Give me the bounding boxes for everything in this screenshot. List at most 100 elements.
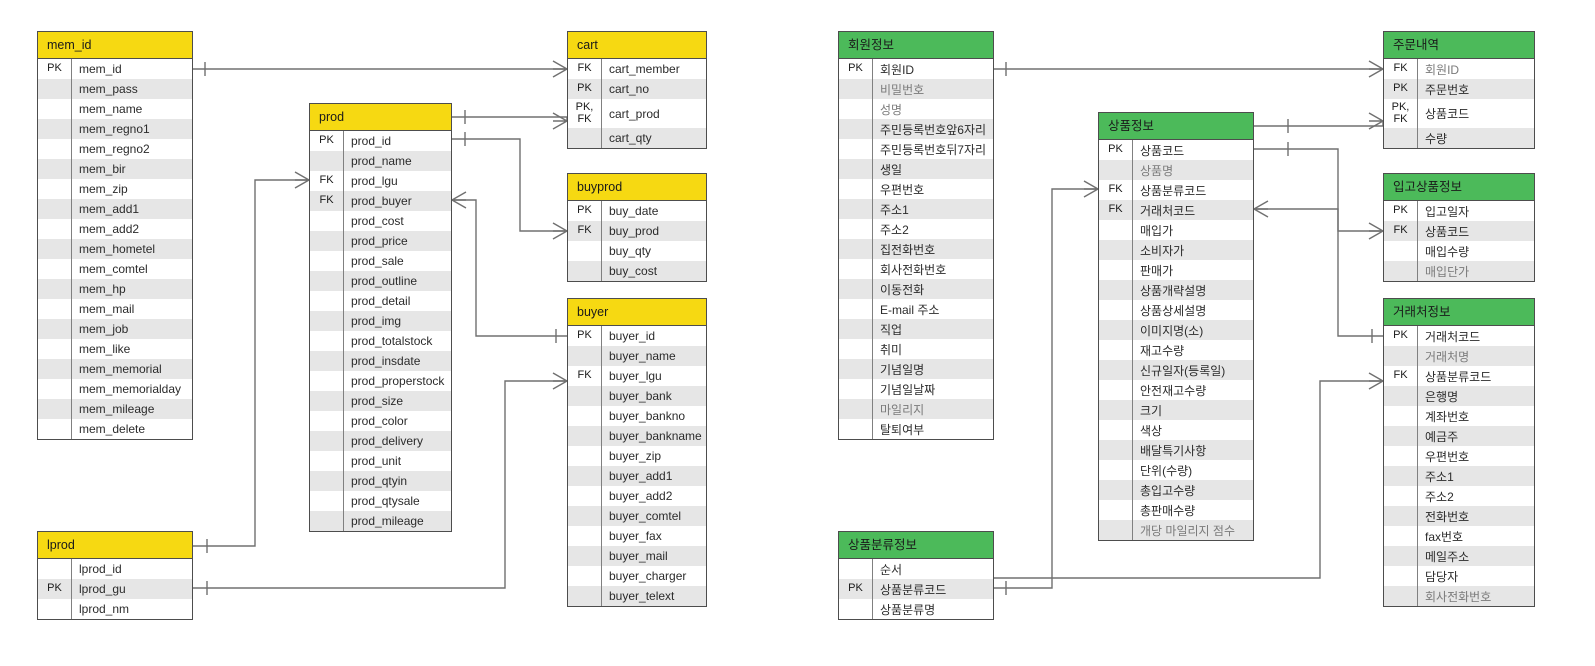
attribute-row[interactable]: 소비자가 <box>1099 240 1253 260</box>
attribute-row[interactable]: 비밀번호 <box>839 79 993 99</box>
attribute-row[interactable]: 성명 <box>839 99 993 119</box>
attribute-row[interactable]: 생일 <box>839 159 993 179</box>
attribute-row[interactable]: prod_unit <box>310 451 451 471</box>
attribute-row[interactable]: 이동전화 <box>839 279 993 299</box>
attribute-row[interactable]: mem_hometel <box>38 239 192 259</box>
attribute-row[interactable]: 마일리지 <box>839 399 993 419</box>
attribute-row[interactable]: 단위(수량) <box>1099 460 1253 480</box>
attribute-row[interactable]: fax번호 <box>1384 526 1534 546</box>
attribute-row[interactable]: mem_job <box>38 319 192 339</box>
attribute-row[interactable]: 안전재고수량 <box>1099 380 1253 400</box>
attribute-row[interactable]: prod_color <box>310 411 451 431</box>
attribute-row[interactable]: 상품분류명 <box>839 599 993 619</box>
attribute-row[interactable]: mem_add2 <box>38 219 192 239</box>
attribute-row[interactable]: 배달특기사항 <box>1099 440 1253 460</box>
attribute-row[interactable]: 거래처명 <box>1384 346 1534 366</box>
attribute-row[interactable]: mem_comtel <box>38 259 192 279</box>
attribute-row[interactable]: 판매가 <box>1099 260 1253 280</box>
attribute-row[interactable]: prod_img <box>310 311 451 331</box>
attribute-row[interactable]: 메일주소 <box>1384 546 1534 566</box>
attribute-row[interactable]: 색상 <box>1099 420 1253 440</box>
attribute-row[interactable]: mem_name <box>38 99 192 119</box>
attribute-row[interactable]: 회사전화번호 <box>839 259 993 279</box>
attribute-row[interactable]: 은행명 <box>1384 386 1534 406</box>
attribute-row[interactable]: 주민등록번호뒤7자리 <box>839 139 993 159</box>
attribute-row[interactable]: 직업 <box>839 319 993 339</box>
attribute-row[interactable]: mem_add1 <box>38 199 192 219</box>
attribute-row[interactable]: E-mail 주소 <box>839 299 993 319</box>
attribute-row[interactable]: 상품명 <box>1099 160 1253 180</box>
attribute-row[interactable]: buyer_telext <box>568 586 706 606</box>
attribute-row[interactable]: lprod_nm <box>38 599 192 619</box>
attribute-row[interactable]: 상품상세설명 <box>1099 300 1253 320</box>
attribute-row[interactable]: lprod_id <box>38 559 192 579</box>
attribute-row[interactable]: buyer_comtel <box>568 506 706 526</box>
attribute-row[interactable]: buyer_bank <box>568 386 706 406</box>
attribute-row[interactable]: mem_delete <box>38 419 192 439</box>
attribute-row[interactable]: 주소1 <box>1384 466 1534 486</box>
attribute-row[interactable]: prod_totalstock <box>310 331 451 351</box>
attribute-row[interactable]: cart_qty <box>568 128 706 148</box>
attribute-row[interactable]: 총판매수량 <box>1099 500 1253 520</box>
attribute-row[interactable]: buyer_bankname <box>568 426 706 446</box>
attribute-row[interactable]: 탈퇴여부 <box>839 419 993 439</box>
attribute-row[interactable]: 예금주 <box>1384 426 1534 446</box>
attribute-row[interactable]: 기념일명 <box>839 359 993 379</box>
attribute-row[interactable]: 주소1 <box>839 199 993 219</box>
attribute-row[interactable]: 상품개략설명 <box>1099 280 1253 300</box>
attribute-row[interactable]: mem_regno1 <box>38 119 192 139</box>
attribute-row[interactable]: mem_pass <box>38 79 192 99</box>
attribute-row[interactable]: 기념일날짜 <box>839 379 993 399</box>
attribute-row[interactable]: 개당 마일리지 점수 <box>1099 520 1253 540</box>
attribute-row[interactable]: prod_insdate <box>310 351 451 371</box>
attribute-row[interactable]: 집전화번호 <box>839 239 993 259</box>
attribute-row[interactable]: prod_size <box>310 391 451 411</box>
attribute-row[interactable]: buyer_fax <box>568 526 706 546</box>
attribute-row[interactable]: prod_sale <box>310 251 451 271</box>
attribute-row[interactable]: 이미지명(소) <box>1099 320 1253 340</box>
attribute-row[interactable]: buyer_zip <box>568 446 706 466</box>
attribute-row[interactable]: buyer_bankno <box>568 406 706 426</box>
attribute-row[interactable]: buyer_mail <box>568 546 706 566</box>
attribute-row[interactable]: prod_name <box>310 151 451 171</box>
attribute-row[interactable]: 크기 <box>1099 400 1253 420</box>
attribute-row[interactable]: prod_mileage <box>310 511 451 531</box>
attribute-row[interactable]: mem_like <box>38 339 192 359</box>
attribute-row[interactable]: 주소2 <box>1384 486 1534 506</box>
attribute-row[interactable]: 매입수량 <box>1384 241 1534 261</box>
attribute-row[interactable]: prod_qtyin <box>310 471 451 491</box>
attribute-row[interactable]: 우편번호 <box>1384 446 1534 466</box>
attribute-row[interactable]: 주민등록번호앞6자리 <box>839 119 993 139</box>
attribute-row[interactable]: buyer_charger <box>568 566 706 586</box>
attribute-row[interactable]: mem_bir <box>38 159 192 179</box>
attribute-row[interactable]: 주소2 <box>839 219 993 239</box>
attribute-row[interactable]: 회사전화번호 <box>1384 586 1534 606</box>
attribute-row[interactable]: prod_outline <box>310 271 451 291</box>
attribute-row[interactable]: 담당자 <box>1384 566 1534 586</box>
